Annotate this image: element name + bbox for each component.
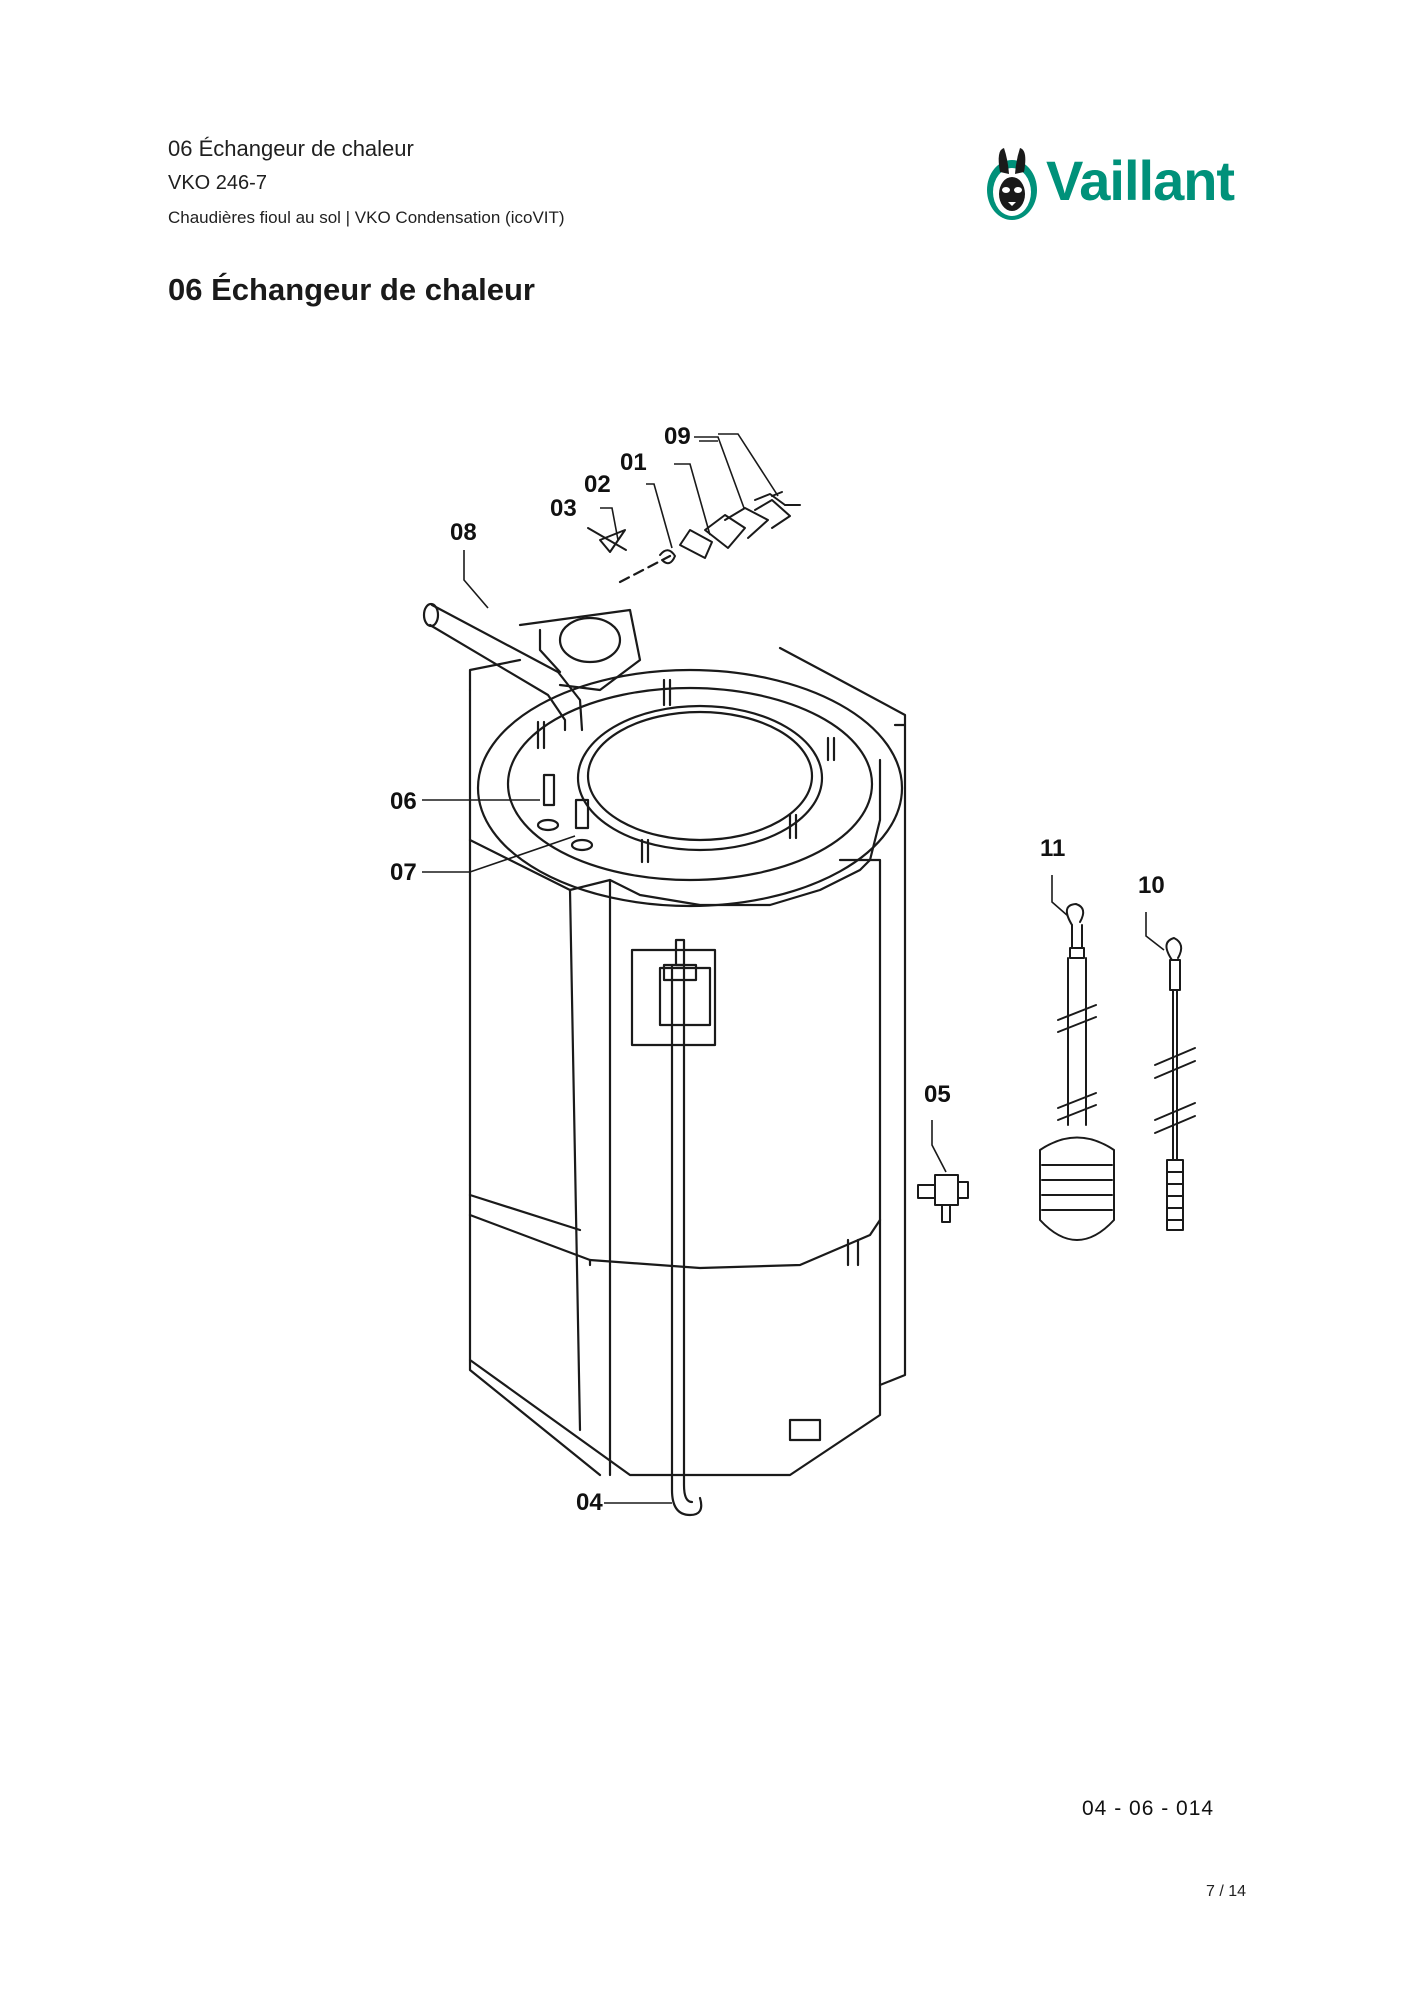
callout-11: 11: [1040, 835, 1065, 862]
header-model: VKO 246-7: [168, 172, 267, 194]
callout-06: 06: [390, 788, 417, 815]
vaillant-logo: Vaillant: [982, 144, 1254, 222]
brand-name: Vaillant: [1046, 149, 1235, 212]
callout-02: 02: [584, 471, 611, 498]
callout-05: 05: [924, 1081, 951, 1108]
callout-07: 07: [390, 859, 417, 886]
header-section-title: 06 Échangeur de chaleur: [168, 136, 414, 161]
float-assemblies: [917, 903, 1196, 1241]
callout-08: 08: [450, 519, 477, 546]
page-title: 06 Échangeur de chaleur: [168, 272, 535, 307]
sensor-assembly: [587, 491, 801, 565]
callout-10: 10: [1138, 872, 1165, 899]
leader-lines: [422, 433, 1165, 1504]
heat-exchanger-drawing: [422, 554, 907, 1517]
callout-03: 03: [550, 495, 577, 522]
callout-01: 01: [620, 449, 647, 476]
callout-04: 04: [576, 1489, 603, 1516]
hare-logo-icon: [987, 148, 1037, 220]
drawing-reference: 04 - 06 - 014: [1082, 1797, 1215, 1820]
callout-09: 09: [664, 423, 691, 450]
page-number: 7 / 14: [1206, 1883, 1247, 1900]
header-category: Chaudières fioul au sol | VKO Condensati…: [168, 208, 565, 227]
